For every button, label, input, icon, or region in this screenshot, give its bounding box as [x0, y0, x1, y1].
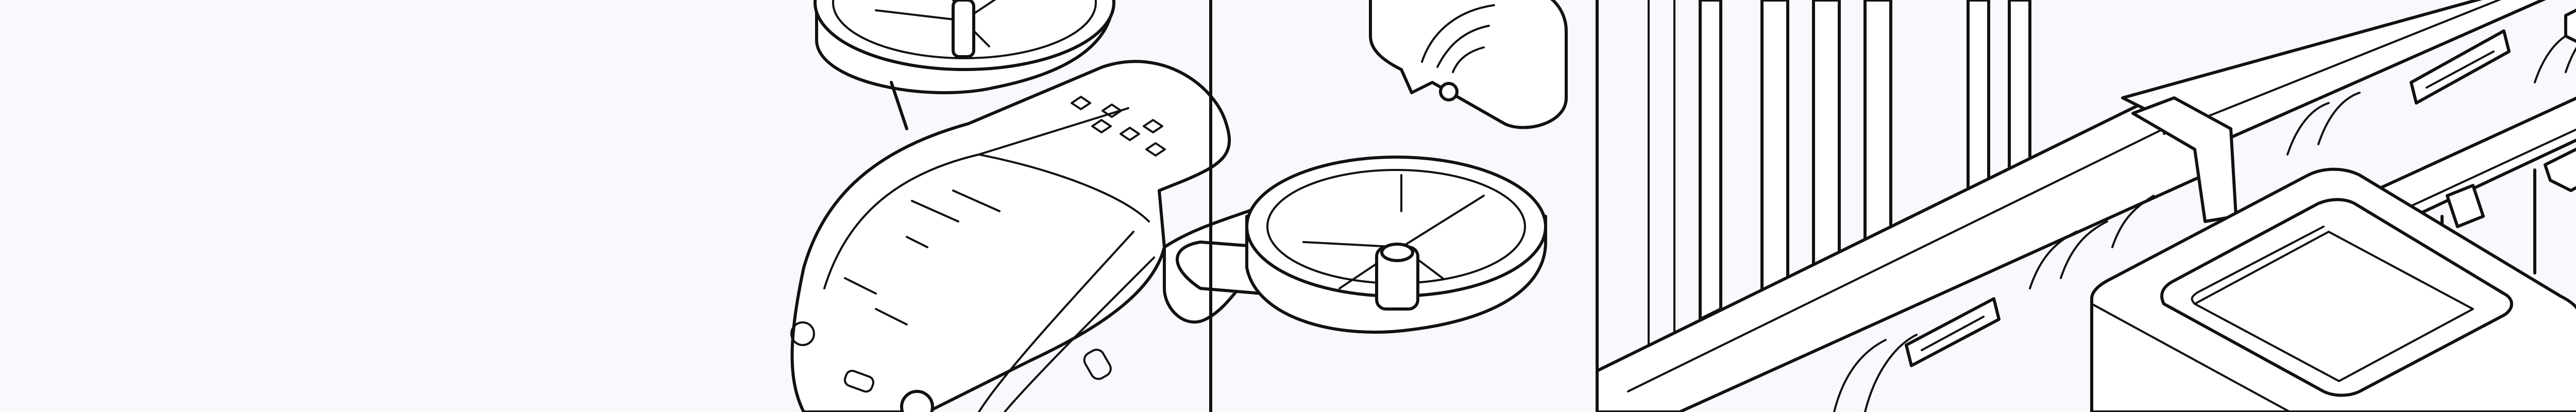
drone-icon [790, 0, 1547, 412]
container-box-icon [2090, 167, 2576, 412]
drone-body [790, 60, 1282, 412]
diamond-panel [1071, 96, 1166, 157]
wifi-signal-icon [1369, 0, 1568, 129]
propeller-icon [1245, 156, 1547, 334]
propeller-guard-upper [814, 0, 1115, 130]
